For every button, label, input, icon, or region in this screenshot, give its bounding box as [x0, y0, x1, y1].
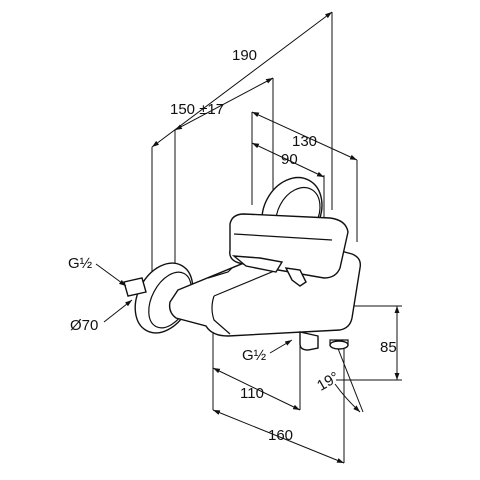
label-85: 85: [380, 339, 397, 356]
label-cover-diameter: Ø70: [70, 317, 98, 334]
label-130: 130: [292, 133, 317, 150]
label-19: 19°: [314, 369, 342, 395]
label-110: 110: [240, 385, 264, 402]
label-150: 150 ±17: [170, 101, 224, 118]
dim-line-160: [212, 409, 345, 464]
dimension-lines: [151, 11, 400, 464]
dim-line-110: [212, 367, 301, 411]
label-outlet-thread: G½: [242, 347, 267, 364]
lever-handle: [229, 213, 349, 287]
dim-arc-19: [334, 383, 361, 413]
dim-line-150: [174, 77, 274, 131]
label-inlet-thread: G½: [68, 255, 93, 272]
dim-line-90: [251, 142, 325, 178]
callout-leaders: [95, 263, 293, 354]
dim-line-130: [251, 111, 358, 161]
label-90: 90: [281, 151, 298, 168]
label-160: 160: [268, 427, 293, 444]
label-190: 190: [232, 47, 257, 64]
dim-line-190: [151, 11, 333, 148]
